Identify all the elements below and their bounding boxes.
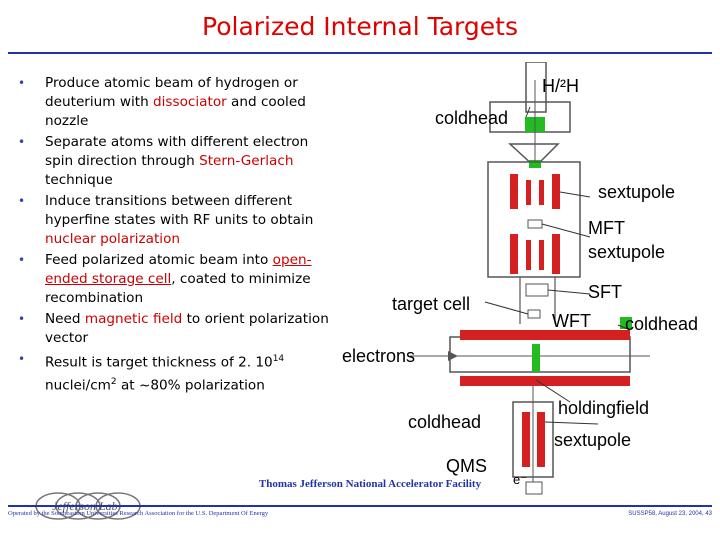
highlight-text: magnetic field — [84, 311, 183, 327]
bullet-text: Separate atoms with different electron s… — [45, 134, 309, 169]
sextupole1-right-magnet — [552, 174, 560, 209]
sextupole1-inner-left — [526, 180, 531, 205]
holdingfield-label: holdingfield — [558, 398, 649, 418]
bullet-text: , coated to minimize recombination — [45, 271, 311, 306]
qms-label: QMS — [446, 456, 487, 476]
bullet-text: at ~80% polarization — [116, 377, 265, 394]
bullet-text: to orient polarization vector — [45, 311, 329, 346]
bullet-dot-icon: • — [18, 135, 26, 149]
target-cell-label: target cell — [392, 294, 470, 314]
bullet-list: • Produce atomic beam of hydrogen or deut… — [18, 74, 336, 397]
target-cell-cooling — [532, 344, 540, 372]
coldhead-bottom-label: coldhead — [408, 412, 481, 432]
sextupole2-inner-left — [526, 240, 531, 270]
nozzle-tip — [529, 160, 541, 168]
leader-coldhead-right — [617, 324, 631, 331]
e-minus-label: e⁻ — [513, 472, 527, 487]
electrons-label: electrons — [342, 346, 415, 366]
bullet-text: Induce transitions between different hyp… — [45, 193, 314, 228]
sextupole1-left-magnet — [510, 174, 518, 209]
operated-by-text: Operated by the Southeastern Universitie… — [8, 510, 269, 517]
sextupole2-right-magnet — [552, 234, 560, 274]
mft-unit — [527, 219, 543, 229]
footer-divider — [8, 505, 712, 507]
electron-beam-arrow — [448, 351, 458, 361]
sextupole2-label: sextupole — [588, 242, 665, 262]
nozzle-funnel — [508, 143, 560, 169]
bullet-item: • Produce atomic beam of hydrogen or deut… — [18, 74, 336, 131]
sextupole-chamber — [487, 161, 581, 278]
coldhead-top-label: coldhead — [435, 108, 508, 128]
highlight-text: open-ended storage cell — [45, 252, 312, 287]
coldhead-right-label: coldhead — [625, 314, 698, 334]
bullet-dot-icon: • — [18, 194, 26, 208]
title-divider — [8, 52, 712, 54]
bullet-dot-icon: • — [18, 352, 26, 366]
bullet-text: Need — [45, 311, 85, 327]
bullet-text: Produce atomic beam of hydrogen or deute… — [45, 75, 298, 110]
sft-label: SFT — [588, 282, 622, 302]
wft-unit — [527, 309, 541, 319]
bullet-item: • Need magnetic field to orient polarizat… — [18, 310, 336, 348]
sextupole2-inner-right — [539, 240, 544, 270]
highlight-text: nuclear polarization — [45, 231, 181, 247]
bullet-text: Result is target thickness of 2. 10 — [45, 354, 273, 371]
mft-label: MFT — [588, 218, 625, 238]
slide-info: SUSSP58, August 23, 2004, 43 — [628, 511, 712, 517]
leader-mft — [541, 223, 591, 238]
bullet-item: • Separate atoms with different electron … — [18, 133, 336, 190]
bullet-text: 2 — [110, 376, 117, 387]
bullet-item: • Result is target thickness of 2. 1014 n… — [18, 350, 336, 395]
bullet-text: nuclei/cm — [45, 377, 111, 394]
leader-target-cell — [484, 301, 529, 315]
sextupole2-left-magnet — [510, 234, 518, 274]
bullet-dot-icon: • — [18, 312, 26, 326]
bullet-text: 14 — [272, 354, 285, 364]
holding-field-top — [460, 330, 630, 340]
slide-title: Polarized Internal Targets — [202, 12, 518, 41]
h2h-label: H/²H — [542, 76, 579, 96]
highlight-text: dissociator — [153, 94, 227, 110]
target-diagram: H/²H coldhead sextupole MFT sextupole SF… — [342, 62, 698, 495]
highlight-text: Stern-Gerlach — [199, 153, 294, 169]
bullet-text: technique — [45, 172, 113, 188]
lab-name: Thomas Jefferson National Accelerator Fa… — [258, 478, 482, 490]
bullet-dot-icon: • — [18, 76, 26, 90]
bullet-text: Feed polarized atomic beam into — [45, 252, 273, 268]
bullet-item: • Induce transitions between different hy… — [18, 192, 336, 249]
bullet-item: • Feed polarized atomic beam into open-en… — [18, 251, 336, 308]
coldhead-right-block — [620, 317, 632, 329]
qms-detector — [525, 481, 543, 495]
leader-coldhead-top — [525, 106, 531, 118]
top-beam-tube — [525, 62, 547, 113]
leader-sft — [547, 289, 591, 295]
sextupole3-label: sextupole — [554, 430, 631, 450]
wft-label: WFT — [552, 311, 591, 331]
bullet-dot-icon: • — [18, 253, 26, 267]
leader-sextupole3 — [544, 421, 599, 425]
sft-unit — [525, 283, 549, 297]
sextupole3-right-magnet — [537, 412, 545, 467]
bullet-text: and cooled nozzle — [45, 94, 306, 129]
sextupole1-label: sextupole — [598, 182, 675, 202]
sextupole3-left-magnet — [522, 412, 530, 467]
leader-coldhead-bottom — [535, 379, 571, 403]
leader-sextupole1 — [559, 191, 591, 198]
holding-field-bottom — [460, 376, 630, 386]
sextupole1-inner-right — [539, 180, 544, 205]
